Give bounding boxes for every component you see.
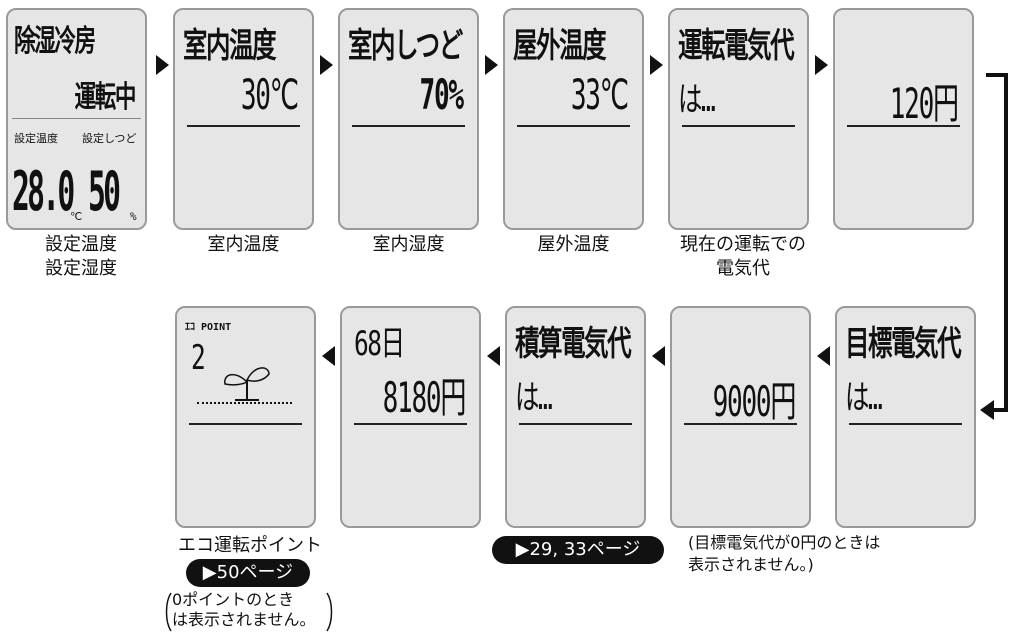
panel-subtitle: は… bbox=[845, 378, 883, 418]
display-panel-current-cost-value: 120円 bbox=[833, 8, 974, 230]
caption-current-cost: 現在の運転での 電気代 bbox=[680, 234, 806, 279]
panel-title: 積算電気代 bbox=[515, 324, 632, 364]
panel-divider bbox=[519, 423, 632, 425]
page-ref-eco-point-badge: ▶50ページ bbox=[186, 559, 310, 587]
display-panel-setting: 除湿冷房 運転中 設定温度 設定しつど 28.0 ℃ 50 % bbox=[6, 8, 147, 230]
caption-indoor-temp: 室内温度 bbox=[207, 234, 280, 255]
panel-title: 運転電気代 bbox=[678, 26, 795, 66]
panel-title: 除湿冷房 bbox=[14, 24, 96, 59]
left-paren-icon bbox=[165, 592, 172, 632]
panel-subtitle: は… bbox=[515, 378, 553, 418]
panel-divider bbox=[12, 118, 141, 119]
panel-value: 70% bbox=[419, 70, 465, 119]
panel-value: 2 bbox=[191, 338, 206, 378]
note-eco-point-text: 0ポイントのとき は表示されません。 bbox=[172, 590, 316, 629]
panel-divider bbox=[847, 125, 960, 127]
panel-status: 運転中 bbox=[74, 80, 137, 115]
display-panel-accumulated-cost-value: 68日 8180円 bbox=[340, 306, 481, 528]
panel-value: 33℃ bbox=[571, 70, 629, 119]
setting-temp-value: 28.0 bbox=[12, 160, 75, 223]
left-arrow-icon bbox=[652, 346, 665, 366]
setting-temp-label: 設定温度 bbox=[14, 132, 58, 145]
display-panel-eco-point: ｴｺ POINT 2 bbox=[175, 306, 316, 528]
panel-divider bbox=[682, 125, 795, 127]
caption-eco-point: エコ運転ポイント bbox=[178, 535, 322, 556]
panel-value: 120円 bbox=[889, 79, 959, 128]
panel-value: 30℃ bbox=[241, 70, 299, 119]
display-panel-indoor-temp: 室内温度 30℃ bbox=[173, 8, 314, 230]
left-arrow-icon bbox=[322, 346, 335, 366]
dotted-line bbox=[197, 402, 292, 404]
panel-divider bbox=[849, 423, 962, 425]
display-panel-indoor-humidity: 室内しつど 70% bbox=[338, 8, 479, 230]
setting-temp-unit: ℃ bbox=[70, 210, 83, 223]
right-arrow-icon bbox=[815, 55, 828, 75]
page-ref-accumulated-cost-badge: ▶29, 33ページ bbox=[492, 536, 664, 564]
panel-divider bbox=[187, 125, 300, 127]
caption-outdoor-temp: 屋外温度 bbox=[537, 234, 610, 255]
display-panel-accumulated-cost: 積算電気代 は… bbox=[505, 306, 646, 528]
right-paren-icon bbox=[326, 592, 333, 632]
panel-title: 室内しつど bbox=[348, 26, 463, 66]
caption-setting: 設定温度 設定湿度 bbox=[45, 234, 117, 279]
panel-title: 室内温度 bbox=[183, 26, 277, 66]
caption-indoor-humidity: 室内湿度 bbox=[372, 234, 445, 255]
setting-humidity-label: 設定しつど bbox=[82, 132, 137, 145]
setting-humidity-unit: % bbox=[130, 210, 137, 223]
right-arrow-icon bbox=[650, 55, 663, 75]
note-eco-point: 0ポイントのとき は表示されません。 bbox=[164, 590, 334, 634]
panel-divider bbox=[684, 423, 797, 425]
left-arrow-icon bbox=[487, 346, 500, 366]
setting-humidity-value: 50 bbox=[88, 160, 121, 223]
right-arrow-icon bbox=[320, 55, 333, 75]
panel-divider bbox=[352, 125, 465, 127]
panel-subtitle: は… bbox=[678, 80, 716, 120]
panel-divider bbox=[517, 125, 630, 127]
display-panel-current-cost: 運転電気代 は… bbox=[668, 8, 809, 230]
panel-value: 9000円 bbox=[712, 377, 796, 426]
right-arrow-icon bbox=[156, 55, 169, 75]
sprout-icon bbox=[224, 367, 270, 401]
panel-divider bbox=[189, 423, 302, 425]
panel-title: 68日 bbox=[354, 324, 405, 364]
panel-divider bbox=[354, 423, 467, 425]
panel-title: 屋外温度 bbox=[513, 26, 607, 66]
display-panel-target-cost-value: 9000円 bbox=[670, 306, 811, 528]
display-panel-target-cost: 目標電気代 は… bbox=[835, 306, 976, 528]
right-arrow-icon bbox=[485, 55, 498, 75]
panel-title: 目標電気代 bbox=[845, 324, 962, 364]
flow-connector-arrow-icon bbox=[980, 73, 1008, 420]
note-target-cost: (目標電気代が0円のときは 表示されません。) bbox=[688, 533, 881, 574]
left-arrow-icon bbox=[817, 346, 830, 366]
panel-value: 8180円 bbox=[382, 373, 466, 422]
display-panel-outdoor-temp: 屋外温度 33℃ bbox=[503, 8, 644, 230]
panel-label: ｴｺ POINT bbox=[185, 322, 232, 333]
